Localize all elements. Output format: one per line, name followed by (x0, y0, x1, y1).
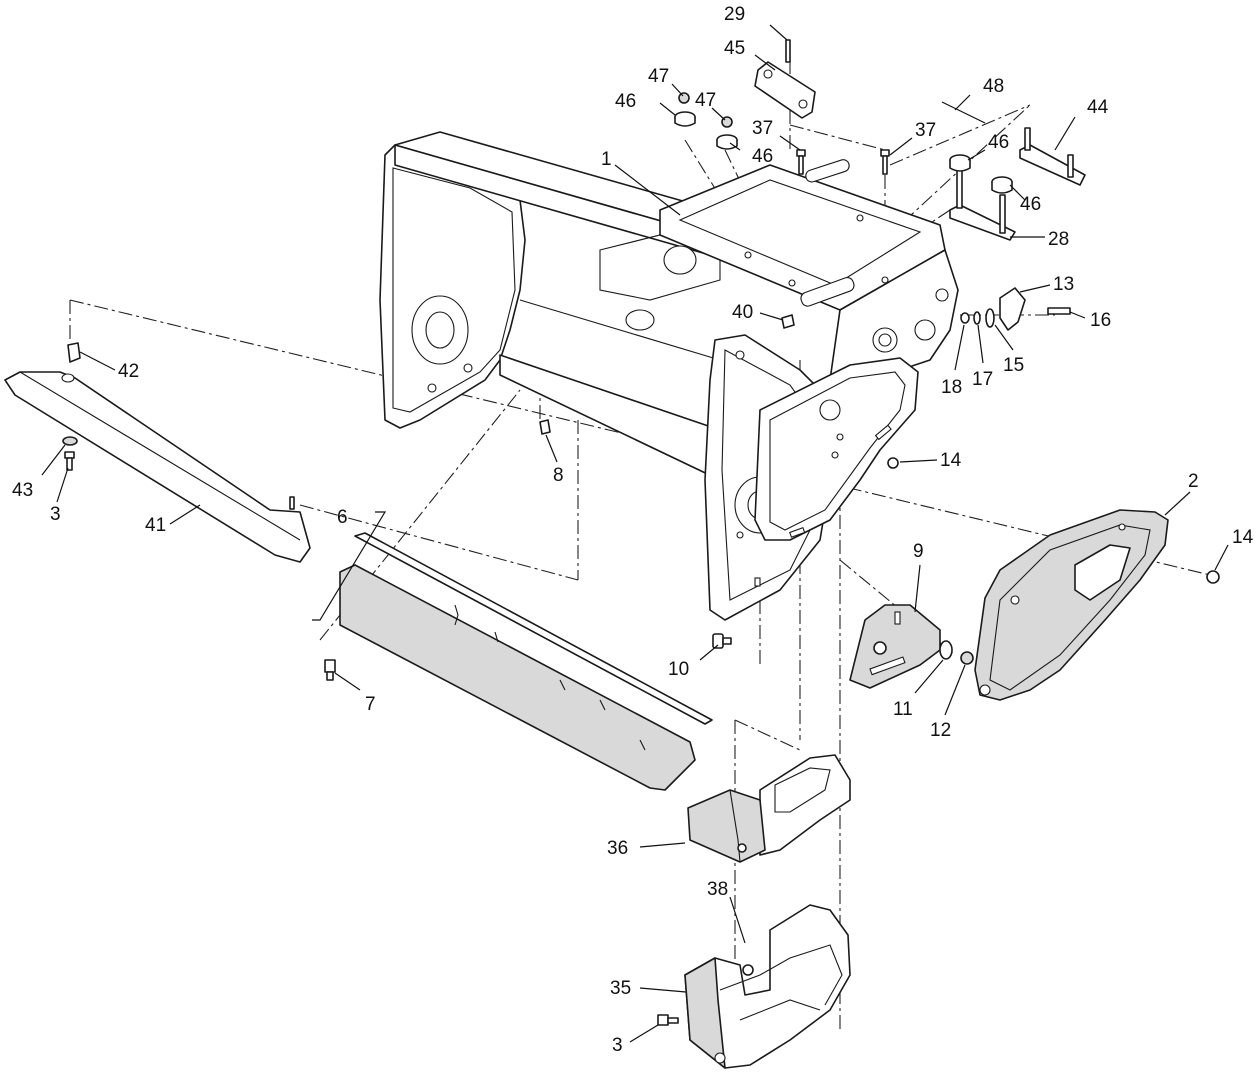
callout-37: 37 (752, 118, 773, 139)
callout-46: 46 (988, 132, 1009, 153)
callout-47: 47 (648, 66, 669, 87)
skid-bar-assembly (4, 342, 311, 563)
top-hardware (539, 39, 1086, 469)
callout-14: 14 (940, 450, 962, 471)
callout-46: 46 (1020, 194, 1041, 215)
callout-41: 41 (145, 515, 166, 536)
callout-6: 6 (337, 507, 348, 528)
callout-14: 14 (1232, 527, 1254, 548)
lower-shield (657, 904, 851, 1069)
bolt-10 (712, 633, 732, 649)
callout-46: 46 (615, 91, 636, 112)
scraper-blade (324, 532, 713, 791)
callout-29: 29 (724, 4, 745, 25)
callout-47: 47 (695, 90, 716, 111)
callout-17: 17 (972, 369, 993, 390)
chute-adapter (687, 754, 851, 863)
callout-45: 45 (724, 38, 745, 59)
callout-43: 43 (12, 480, 33, 501)
callout-40: 40 (732, 302, 753, 323)
callout-46: 46 (752, 146, 773, 167)
callout-44: 44 (1087, 97, 1109, 118)
callout-36: 36 (607, 838, 628, 859)
callout-13: 13 (1053, 274, 1074, 295)
callout-9: 9 (913, 541, 924, 562)
callout-16: 16 (1090, 310, 1111, 331)
callout-7: 7 (365, 694, 376, 715)
main-housing (379, 131, 959, 621)
callout-38: 38 (707, 879, 728, 900)
callout-42: 42 (118, 361, 139, 382)
callout-leaders (41, 24, 1229, 1043)
callout-35: 35 (610, 978, 631, 999)
callout-labels: 29 45 47 46 47 48 44 37 37 46 46 46 1 28… (12, 4, 1254, 1056)
skid-shoe-bracket (849, 604, 974, 689)
callout-11: 11 (893, 699, 913, 720)
callout-3: 3 (612, 1035, 623, 1056)
callout-12: 12 (930, 720, 951, 741)
callout-18: 18 (941, 377, 962, 398)
callout-48: 48 (983, 76, 1004, 97)
callout-37: 37 (915, 120, 936, 141)
callout-28: 28 (1048, 229, 1069, 250)
callout-2: 2 (1188, 471, 1199, 492)
callout-15: 15 (1003, 355, 1024, 376)
side-cover (974, 509, 1220, 701)
callout-8: 8 (553, 465, 564, 486)
callout-10: 10 (668, 659, 689, 680)
callout-3: 3 (50, 504, 61, 525)
callout-1: 1 (601, 149, 612, 170)
